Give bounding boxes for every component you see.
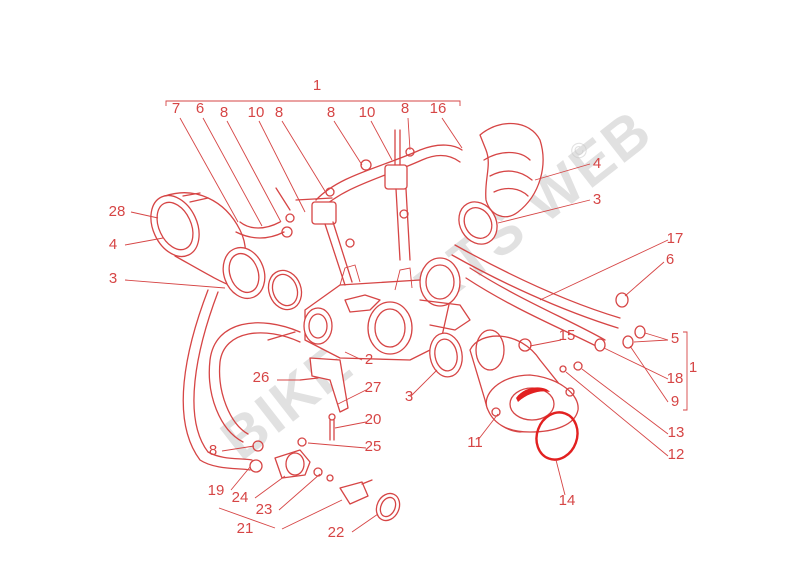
small-clamps-right (559, 292, 646, 373)
callout-3-right: 3 (593, 191, 601, 208)
throttle-body (303, 257, 471, 361)
callout-5: 5 (671, 330, 679, 347)
callout-1-top: 1 (313, 77, 321, 94)
hose-clamp-left (222, 246, 303, 311)
callout-25: 25 (365, 438, 382, 455)
hose-middle (208, 322, 301, 443)
fuel-injectors (275, 129, 415, 286)
callout-10-b: 10 (359, 104, 376, 121)
callout-8-b: 8 (275, 104, 283, 121)
callout-4-right: 4 (593, 155, 601, 172)
callout-24: 24 (232, 489, 249, 506)
sensor-assembly (249, 440, 401, 522)
callout-18: 18 (667, 370, 684, 387)
callout-26: 26 (253, 369, 270, 386)
callout-4-left: 4 (109, 236, 117, 253)
leader-lines (124, 117, 669, 533)
bracket-21 (218, 507, 276, 529)
callout-2: 2 (365, 351, 373, 368)
callout-10-a: 10 (248, 104, 265, 121)
callout-15: 15 (559, 327, 576, 344)
callout-8-a: 8 (220, 104, 228, 121)
callout-7: 7 (172, 100, 180, 117)
callout-6-right: 6 (666, 251, 674, 268)
hose-upper (235, 144, 463, 239)
callout-9: 9 (671, 393, 679, 410)
callout-14: 14 (559, 492, 576, 509)
callout-21: 21 (237, 520, 254, 537)
callout-27: 27 (365, 379, 382, 396)
callout-22: 22 (328, 524, 345, 541)
callout-23: 23 (256, 501, 273, 518)
callout-28: 28 (109, 203, 126, 220)
callout-3-left: 3 (109, 270, 117, 287)
intake-manifold (469, 329, 579, 433)
callout-19: 19 (208, 482, 225, 499)
hose-right-long (451, 244, 621, 349)
callout-11: 11 (467, 434, 483, 451)
callout-8-c: 8 (327, 104, 335, 121)
callout-6-top: 6 (196, 100, 204, 117)
callout-8-d: 8 (401, 100, 409, 117)
hose-clamp-right (458, 201, 498, 245)
hose-left-loop (182, 289, 253, 471)
callout-16: 16 (430, 100, 447, 117)
hose-clamp-mid (429, 332, 463, 378)
bracket-top (165, 100, 461, 106)
callout-12: 12 (668, 446, 685, 463)
o-ring-14 (535, 411, 579, 461)
callout-8-e: 8 (209, 442, 217, 459)
bracket-right (683, 331, 688, 411)
callout-13: 13 (668, 424, 685, 441)
callout-20: 20 (365, 411, 382, 428)
callout-17: 17 (667, 230, 684, 247)
intake-boot-right (479, 122, 544, 218)
callout-1-right: 1 (689, 359, 697, 376)
callout-3-mid: 3 (405, 388, 413, 405)
mount-bracket (267, 331, 349, 447)
